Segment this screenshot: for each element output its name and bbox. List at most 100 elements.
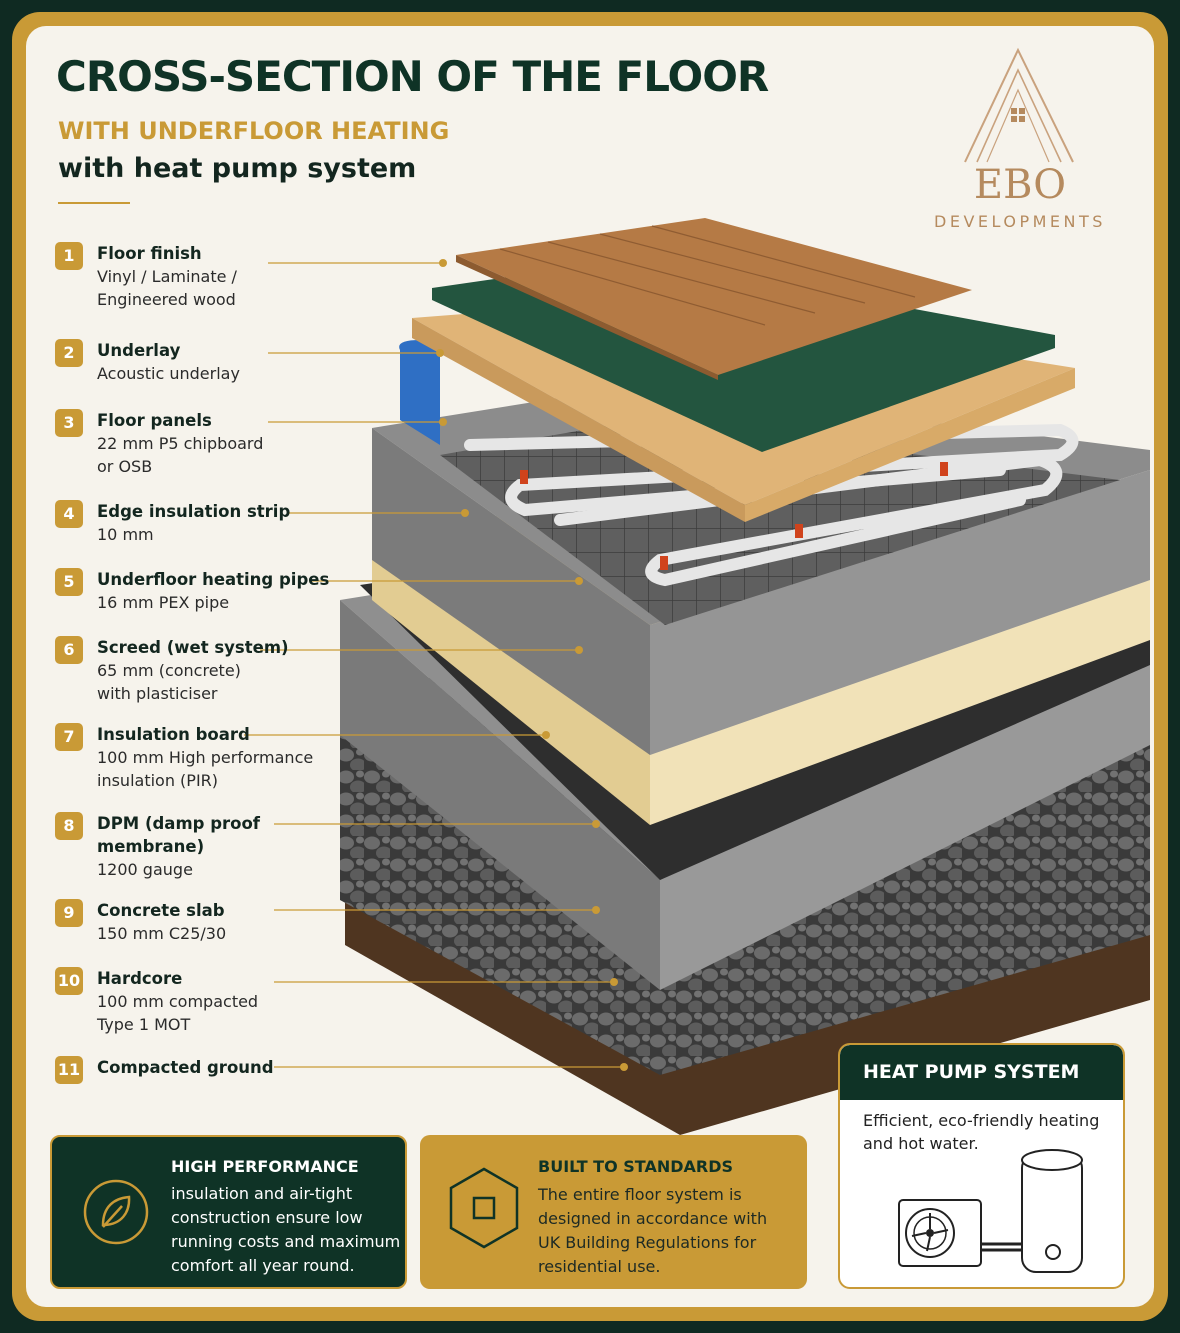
card-text-line: construction ensure low	[171, 1208, 363, 1227]
layer-description: 150 mm C25/30	[97, 922, 226, 945]
layer-name: Insulation board	[97, 725, 250, 744]
heat-pump-illustration	[898, 1149, 1083, 1273]
layer-name: Concrete slab	[97, 901, 225, 920]
card-text-line: insulation and air-tight	[171, 1184, 353, 1203]
card-text: Efficient, eco-friendly heating and hot …	[863, 1109, 1113, 1155]
layer-description-line: insulation (PIR)	[97, 771, 219, 790]
layer-number: 11	[55, 1056, 83, 1084]
pipe-clip	[660, 556, 668, 570]
layer-description-line: 65 mm (concrete)	[97, 661, 241, 680]
layer-name: Floor panels	[97, 411, 212, 430]
layer-name: Hardcore	[97, 969, 183, 988]
layer-number: 9	[55, 899, 83, 927]
layer-name-line: DPM (damp proof	[97, 814, 260, 833]
card-text: insulation and air-tight construction en…	[171, 1182, 400, 1278]
layer-description: 1200 gauge	[97, 858, 193, 881]
layer-number: 5	[55, 568, 83, 596]
hot-water-cylinder-icon	[1021, 1149, 1083, 1273]
card-text-line: Efficient, eco-friendly heating	[863, 1111, 1100, 1130]
layer-name: Underfloor heating pipes	[97, 570, 330, 589]
layer-insulation-side	[650, 570, 1150, 825]
card-text-line: residential use.	[538, 1257, 661, 1276]
layer-concrete-slab-front	[340, 600, 660, 990]
layer-number: 1	[55, 242, 83, 270]
layer-name-line: membrane)	[97, 837, 205, 856]
card-text-line: comfort all year round.	[171, 1256, 355, 1275]
title-divider	[58, 202, 130, 204]
layer-description: 65 mm (concrete) with plasticiser	[97, 659, 241, 705]
high-performance-card: HIGH PERFORMANCE insulation and air-tigh…	[50, 1135, 407, 1289]
layer-floor-finish-front	[456, 255, 718, 380]
layer-description-line: or OSB	[97, 457, 153, 476]
layer-floor-panels-side	[745, 368, 1075, 522]
wood-plank-lines	[499, 225, 916, 326]
layer-description: 22 mm P5 chipboard or OSB	[97, 432, 263, 478]
pipe-clip	[940, 462, 948, 476]
heat-pump-card-header: HEAT PUMP SYSTEM	[840, 1045, 1123, 1100]
card-text-line: UK Building Regulations for	[538, 1233, 757, 1252]
layer-number: 8	[55, 812, 83, 840]
layer-description-line: Engineered wood	[97, 290, 236, 309]
pipe-clip	[795, 524, 803, 538]
layer-name: Screed (wet system)	[97, 638, 289, 657]
layer-name: Underlay	[97, 341, 181, 360]
card-text-line: The entire floor system is	[538, 1185, 742, 1204]
heat-pump-card: HEAT PUMP SYSTEM Efficient, eco-friendly…	[838, 1043, 1125, 1289]
layer-description-line: 150 mm C25/30	[97, 924, 227, 943]
pipe-clip	[520, 470, 528, 484]
layer-description: Acoustic underlay	[97, 362, 240, 385]
card-title: HIGH PERFORMANCE	[171, 1157, 359, 1176]
layer-description: 16 mm PEX pipe	[97, 591, 229, 614]
layer-description-line: 10 mm	[97, 525, 154, 544]
card-text: The entire floor system is designed in a…	[538, 1183, 767, 1279]
logo-wordmark: EBO	[973, 162, 1067, 208]
leader-lines	[244, 262, 624, 1068]
layer-floor-panels-front	[412, 318, 745, 522]
hexagon-icon	[449, 1167, 519, 1249]
layer-number: 3	[55, 409, 83, 437]
page-subtitle: WITH UNDERFLOOR HEATING	[58, 117, 450, 145]
layer-description-line: Vinyl / Laminate /	[97, 267, 237, 286]
layer-description-line: with plasticiser	[97, 684, 218, 703]
layer-name: Compacted ground	[97, 1058, 274, 1077]
layer-description-line: 100 mm High performance	[97, 748, 314, 767]
layer-description: 100 mm compacted Type 1 MOT	[97, 990, 258, 1036]
layer-screed-front	[372, 428, 650, 755]
card-text-line: designed in accordance with	[538, 1209, 768, 1228]
layer-number: 2	[55, 339, 83, 367]
layer-floor-finish-top	[456, 218, 972, 375]
card-text-line: running costs and maximum	[171, 1232, 401, 1251]
layer-concrete-slab-side	[660, 640, 1150, 990]
layer-screed-side	[650, 470, 1150, 755]
layer-number: 4	[55, 500, 83, 528]
layer-name: DPM (damp proof membrane)	[97, 812, 260, 858]
layer-description: 100 mm High performance insulation (PIR)	[97, 746, 313, 792]
layer-edge-strip	[399, 340, 440, 445]
layer-number: 7	[55, 723, 83, 751]
leaf-icon	[83, 1179, 149, 1245]
layer-description-line: 1200 gauge	[97, 860, 193, 879]
card-title: HEAT PUMP SYSTEM	[863, 1061, 1080, 1083]
layer-number: 10	[55, 967, 83, 995]
brand-logo: EBO DEVELOPMENTS	[925, 44, 1115, 239]
layer-description-line: 100 mm compacted	[97, 992, 259, 1011]
leader-dots	[436, 259, 628, 1071]
layer-name: Floor finish	[97, 244, 202, 263]
layer-description-line: 22 mm P5 chipboard	[97, 434, 264, 453]
layer-description: 10 mm	[97, 523, 154, 546]
layer-description: Vinyl / Laminate / Engineered wood	[97, 265, 237, 311]
card-title: BUILT TO STANDARDS	[538, 1157, 734, 1176]
page-title: CROSS-SECTION OF THE FLOOR	[56, 52, 769, 101]
outdoor-unit-icon	[898, 1199, 982, 1267]
layer-name: Edge insulation strip	[97, 502, 291, 521]
card-text-line: and hot water.	[863, 1134, 979, 1153]
layer-description-line: 16 mm PEX pipe	[97, 593, 230, 612]
logo-tagline: DEVELOPMENTS	[934, 212, 1106, 231]
built-to-standards-card: BUILT TO STANDARDS The entire floor syst…	[420, 1135, 807, 1289]
house-roof-icon	[964, 47, 1074, 163]
page-subtitle-secondary: with heat pump system	[58, 153, 417, 184]
layer-description-line: Acoustic underlay	[97, 364, 240, 383]
layer-number: 6	[55, 636, 83, 664]
layer-description-line: Type 1 MOT	[97, 1015, 191, 1034]
